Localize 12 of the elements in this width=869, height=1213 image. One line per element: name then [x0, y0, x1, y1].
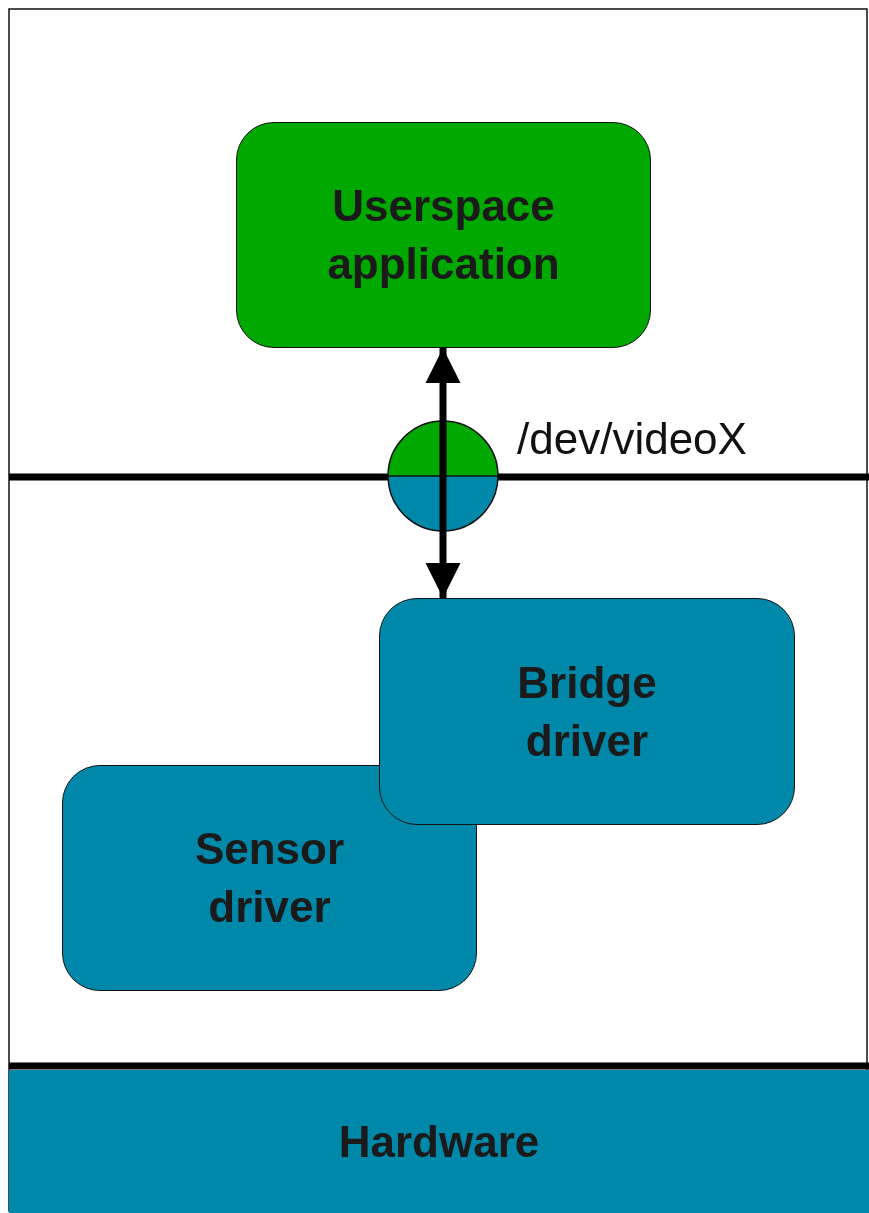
- node-label: Hardware: [338, 1115, 540, 1168]
- node-label: Bridge driver: [516, 656, 658, 767]
- process-box: [236, 122, 651, 348]
- device-label: /dev/videoX: [517, 414, 747, 464]
- arrow: [425, 348, 461, 420]
- node-label: Userspace application: [326, 180, 561, 290]
- process-box: [379, 598, 795, 825]
- interface-circle: [387, 420, 499, 532]
- arrow: [425, 532, 461, 598]
- layer-band: [9, 1070, 869, 1213]
- node-label: Sensor driver: [193, 823, 346, 933]
- process-box: [62, 765, 477, 991]
